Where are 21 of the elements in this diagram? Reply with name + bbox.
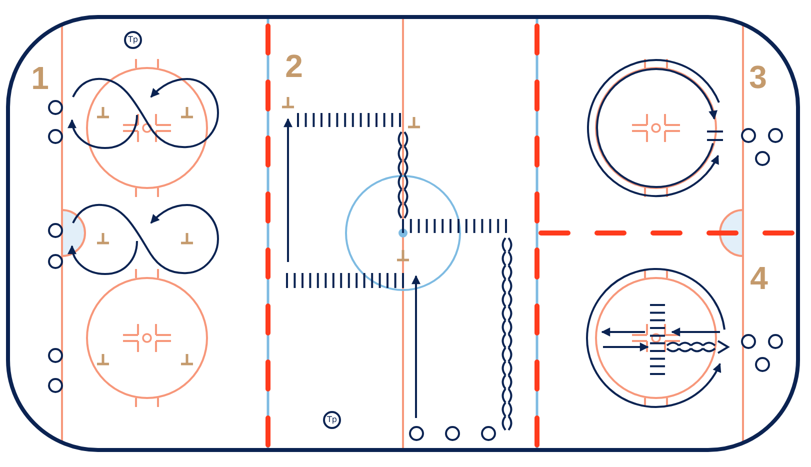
player-circle — [48, 254, 62, 268]
player-circle — [768, 128, 782, 142]
player-circle — [48, 348, 62, 362]
player-circle — [48, 100, 62, 114]
station-number: 3 — [749, 61, 767, 93]
circled-marker: Tp — [323, 411, 341, 429]
player-circle — [408, 426, 424, 440]
station-number: 2 — [285, 50, 303, 82]
player-circle — [480, 426, 496, 440]
player-circle — [48, 222, 62, 238]
player-circle — [754, 356, 770, 372]
station-number: 4 — [750, 262, 768, 294]
player-circle — [48, 128, 62, 144]
player-circle — [48, 378, 62, 392]
player-circle — [754, 150, 770, 166]
player-circle — [740, 128, 756, 142]
station-number: 1 — [31, 62, 49, 94]
player-circle — [444, 426, 460, 440]
player-circle — [740, 334, 756, 348]
player-circle — [768, 334, 782, 348]
circled-marker: Tp — [124, 31, 142, 49]
